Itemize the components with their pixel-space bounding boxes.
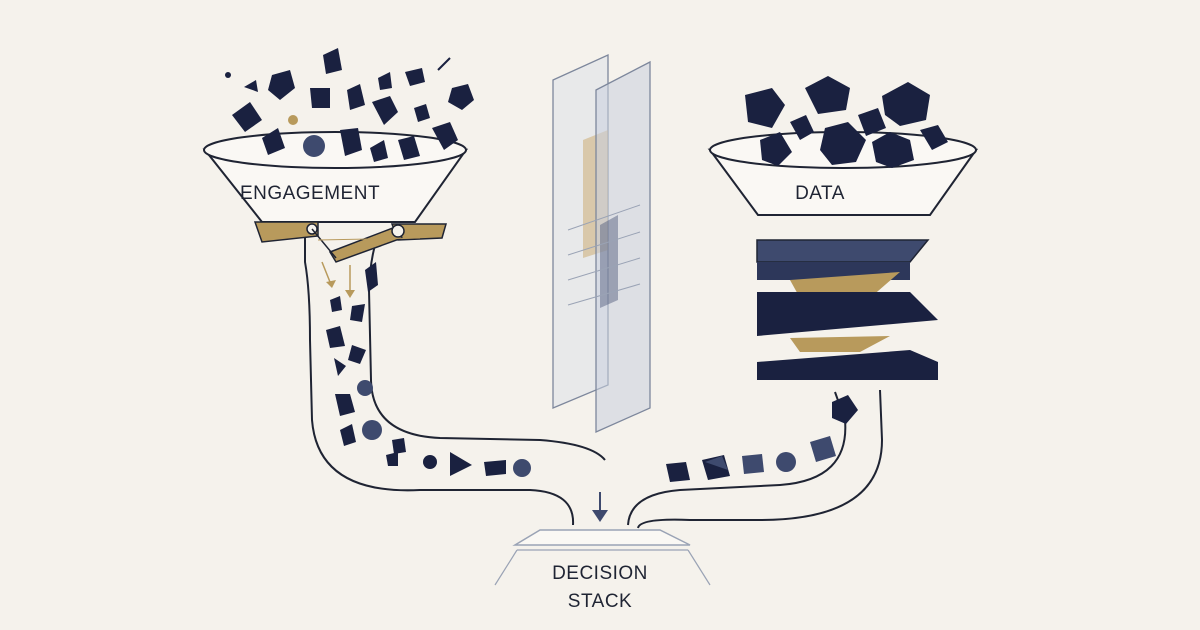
valve-mechanism [253,221,447,298]
engagement-label: ENGAGEMENT [239,183,381,204]
decision-stack-label-line1: DECISION [552,563,648,584]
glass-panels [552,53,651,434]
data-shapes-pipe [666,395,858,482]
engagement-funnel [202,131,606,526]
glass-panel-front [595,60,651,434]
data-shapes-top [745,76,948,168]
decision-stack-base [494,529,711,586]
engagement-shapes-top [225,48,474,162]
down-arrow-icon [592,492,608,522]
data-label: DATA [795,183,845,204]
engagement-shapes-pipe [326,262,531,477]
data-layer-stack [756,239,938,380]
decision-stack-label: DECISION STACK [500,560,700,615]
decision-stack-label-line2: STACK [567,590,633,612]
glass-panel-slate-band [600,215,618,308]
